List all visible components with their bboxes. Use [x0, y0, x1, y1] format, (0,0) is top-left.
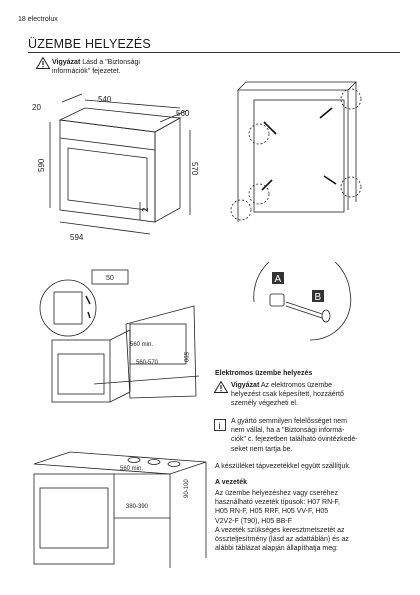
cable-heading: A vezeték [215, 479, 248, 486]
built-in-cabinet-figure: 50 560 min. 560-570 590 [39, 269, 200, 403]
section-title: ÜZEMBE HELYEZÉS [28, 37, 151, 51]
cable-line2: használható vezeték típusok: H07 RN-F, [215, 499, 340, 507]
dim-540: 540 [98, 95, 112, 104]
dim-50: 50 [106, 275, 114, 282]
page-number: 18 [18, 16, 26, 23]
dim-560: 560 [176, 109, 190, 118]
dim-20: 20 [32, 103, 41, 112]
part-b-label: B [315, 292, 322, 303]
electrical-warning-text: Vigyázat Az elektromos üzembe helyezést … [231, 381, 391, 409]
dim-570: 570 [190, 162, 199, 176]
info-line1: A gyártó semmilyen felelősséget nem [231, 418, 347, 425]
part-a-label: A [275, 274, 282, 285]
oven-under-hob-figure: 560 min. 380-390 90-100 [33, 451, 207, 568]
dim-560-min-cabinet: 560 min. [130, 342, 153, 348]
page-header: 18 electrolux [18, 16, 58, 23]
cable-line3: H05 RN-F, H05 RRF, H05 VV-F, H05 [215, 508, 329, 516]
dim-590: 590 [37, 158, 46, 172]
electrical-warning-line1: Az elektromos üzembe [260, 382, 333, 389]
dim-380-390: 380-390 [126, 504, 149, 510]
warning-line2: információk" fejezetet. [52, 68, 121, 75]
dim-590-cabinet: 590 [182, 352, 188, 363]
cable-text: Az üzembe helyezéshez vagy cseréhez hasz… [215, 489, 395, 553]
oven-dimensions-figure: 20 540 560 590 570 594 2 [32, 93, 199, 240]
top-warning-text: Vigyázat Lásd a "Biztonsági információk"… [52, 58, 172, 76]
cable-line5: A vezeték szükséges keresztmetszetét az [215, 526, 345, 534]
dim-2: 2 [141, 207, 150, 212]
dim-560-570: 560-570 [136, 360, 159, 366]
dim-90-100: 90-100 [184, 479, 190, 498]
svg-text:i: i [219, 421, 221, 431]
electrical-warning-icon [214, 381, 228, 393]
dim-560-min-hob: 560 min. [120, 466, 143, 472]
electrical-warning-line2: helyezést csak képesített, hozzáértő [231, 391, 344, 399]
info-line2: nem vállal, ha a "Biztonsági informá- [231, 427, 345, 435]
cable-line4: V2V2-F (T90), H05 BB-F [215, 517, 293, 525]
dim-594: 594 [70, 233, 84, 240]
title-divider [28, 52, 400, 53]
info-line3: ciók" c. fejezetben található óvintézked… [231, 436, 358, 444]
cabinet-mounting-figure [230, 81, 362, 222]
info-icon: i [214, 419, 226, 431]
cable-line6: összteljesítmény (lásd az adattáblán) és… [215, 536, 349, 544]
brand-name: electrolux [27, 16, 58, 23]
info-line4: seket nem tartja be. [231, 445, 293, 453]
warning-label: Vigyázat [52, 59, 81, 66]
electrical-warning-line3: személy végezheti el. [231, 400, 298, 408]
cable-line1: Az üzembe helyezéshez vagy cseréhez [215, 490, 338, 497]
info-text: A gyártó semmilyen felelősséget nem nem … [231, 417, 396, 454]
cable-line7: alábbi táblázat alapján állapíthatja meg… [215, 545, 338, 553]
warning-icon [36, 57, 50, 69]
electrical-heading: Elektromos üzembe helyezés [215, 370, 313, 377]
electrical-warning-label: Vigyázat [231, 382, 260, 389]
warning-line1: Lásd a "Biztonsági [82, 59, 140, 66]
cable-note: A készüléket tápvezetékkel együtt szállí… [215, 463, 351, 470]
parts-figure: A B [253, 262, 352, 341]
